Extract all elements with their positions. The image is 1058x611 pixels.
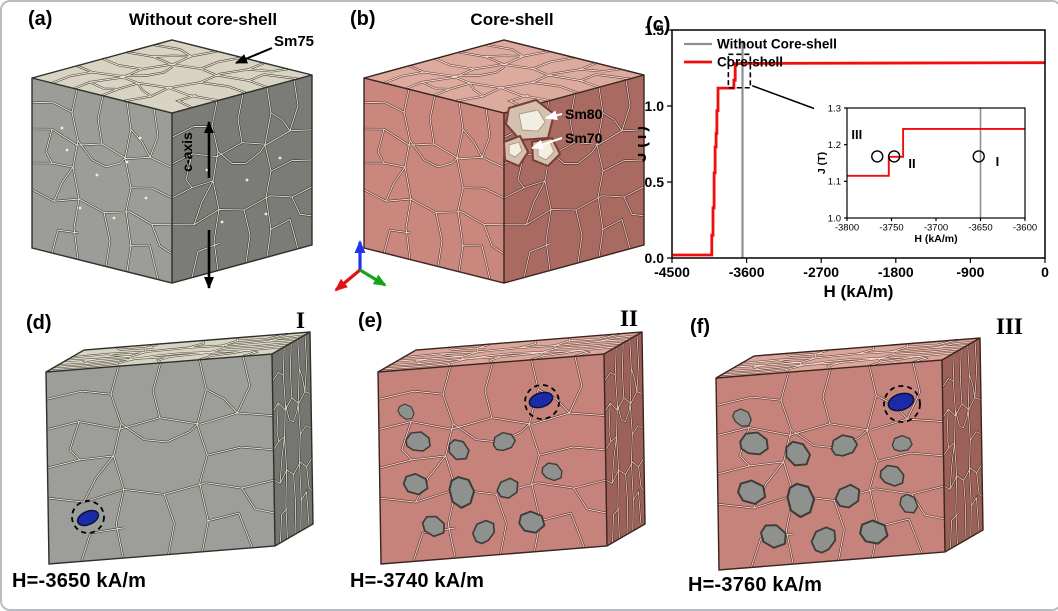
x-tick-label: 0 <box>1041 264 1049 280</box>
c-axis-label: c-axis <box>179 132 195 172</box>
y-axis-label: J (T) <box>816 152 828 174</box>
panel-e-state: II <box>620 306 638 331</box>
nucleation-site <box>887 392 915 412</box>
panel-d-state: I <box>296 308 305 333</box>
x-tick-label: -3600 <box>1013 223 1037 234</box>
x-tick-label: -900 <box>956 264 984 280</box>
cube-state-II <box>376 330 647 566</box>
nucleation-site <box>528 391 554 409</box>
shell-arrow <box>545 110 563 121</box>
plot-frame <box>671 29 1046 259</box>
x-axis-label: H (kA/m) <box>824 282 894 301</box>
state-marker-II <box>887 150 901 163</box>
y-tick-label: 1.3 <box>828 103 841 114</box>
series-core-shell <box>672 61 1046 257</box>
nucleation-site <box>76 509 100 527</box>
nucleation-circle <box>524 384 560 420</box>
panel-c-tag: (c) <box>646 14 671 36</box>
y-tick-label: 0.5 <box>645 174 665 190</box>
cube-edges <box>31 39 313 284</box>
inset-background <box>814 96 1040 246</box>
core-label: Sm70 <box>565 130 603 146</box>
cube-right-face <box>942 338 983 552</box>
panel-f-state: III <box>996 314 1023 339</box>
state-marker-III <box>871 150 884 163</box>
y-tick-label: 1.2 <box>828 140 841 151</box>
material-arrow <box>235 47 273 64</box>
cube-edges <box>715 337 984 571</box>
y-axis-label: J (T) <box>638 126 650 162</box>
cube-state-I <box>44 330 315 566</box>
panel-d-tag: (d) <box>26 312 52 334</box>
y-tick-label: 1.5 <box>645 22 665 38</box>
cube-without-coreshell: c-axis Sm75 <box>30 33 314 289</box>
orientation-axes-icon <box>334 240 387 292</box>
x-tick-label: -2700 <box>803 264 839 280</box>
shell-label: Sm80 <box>565 106 603 122</box>
x-tick-label: -3800 <box>835 223 859 234</box>
cube-edges <box>45 331 314 565</box>
state-marker-label-III: III <box>851 127 862 142</box>
exposed-coreshell-grains <box>502 98 562 168</box>
y-tick-label: 1.1 <box>828 177 841 188</box>
cube-top-face <box>378 332 642 372</box>
material-label: Sm75 <box>274 33 314 50</box>
panel-e-field: H=-3740 kA/m <box>350 570 485 592</box>
x-tick-label: -3600 <box>729 264 765 280</box>
cube-edges <box>377 331 646 565</box>
axis-y-arrow <box>359 268 387 287</box>
state-marker-label-II: II <box>908 156 915 171</box>
y-tick-label: 0.0 <box>645 250 665 266</box>
x-tick-label: -4500 <box>654 264 690 280</box>
nucleation-circle <box>883 385 921 423</box>
x-axis-label: H (kA/m) <box>914 233 957 245</box>
panel-b-tag: (b) <box>350 8 376 30</box>
demagnetization-chart: -4500 -3600 -2700 -1800 -900 0 0.0 0.5 1.0 1.5 H (… <box>638 22 1049 301</box>
panel-a-title: Without core-shell <box>128 10 278 29</box>
cube-top-face <box>716 338 980 378</box>
panel-b-title: Core-shell <box>470 10 554 29</box>
panel-a-tag: (a) <box>28 8 53 30</box>
x-tick-label: -3750 <box>879 223 903 234</box>
cube-front-face <box>378 354 607 564</box>
state-marker-label-I: I <box>996 154 1000 169</box>
panel-e-tag: (e) <box>358 310 383 332</box>
y-tick-label: 1.0 <box>828 213 841 224</box>
nucleation-circle <box>71 500 105 534</box>
x-tick-label: -3650 <box>968 223 992 234</box>
core-arrow <box>531 137 563 150</box>
panel-d-field: H=-3650 kA/m <box>12 570 147 592</box>
cube-right-face <box>604 332 645 546</box>
cube-top-face <box>46 332 310 372</box>
cube-right-face <box>272 332 313 546</box>
state-marker-I <box>972 150 985 163</box>
x-tick-label: -3700 <box>924 223 948 234</box>
legend-label: Core-shell <box>717 55 783 70</box>
cube-front-face <box>716 360 945 570</box>
legend-label: Without Core-shell <box>717 37 837 52</box>
cube-coreshell: Sm80 Sm70 <box>362 38 646 285</box>
x-tick-label: -1800 <box>878 264 914 280</box>
panel-f-tag: (f) <box>690 316 710 338</box>
zoom-region-box <box>727 53 752 89</box>
y-tick-label: 1.0 <box>645 98 665 114</box>
series-core-shell <box>847 127 1025 177</box>
axis-x-arrow <box>334 268 362 292</box>
panel-f-field: H=-3760 kA/m <box>688 574 823 596</box>
cube-state-III <box>714 336 985 572</box>
